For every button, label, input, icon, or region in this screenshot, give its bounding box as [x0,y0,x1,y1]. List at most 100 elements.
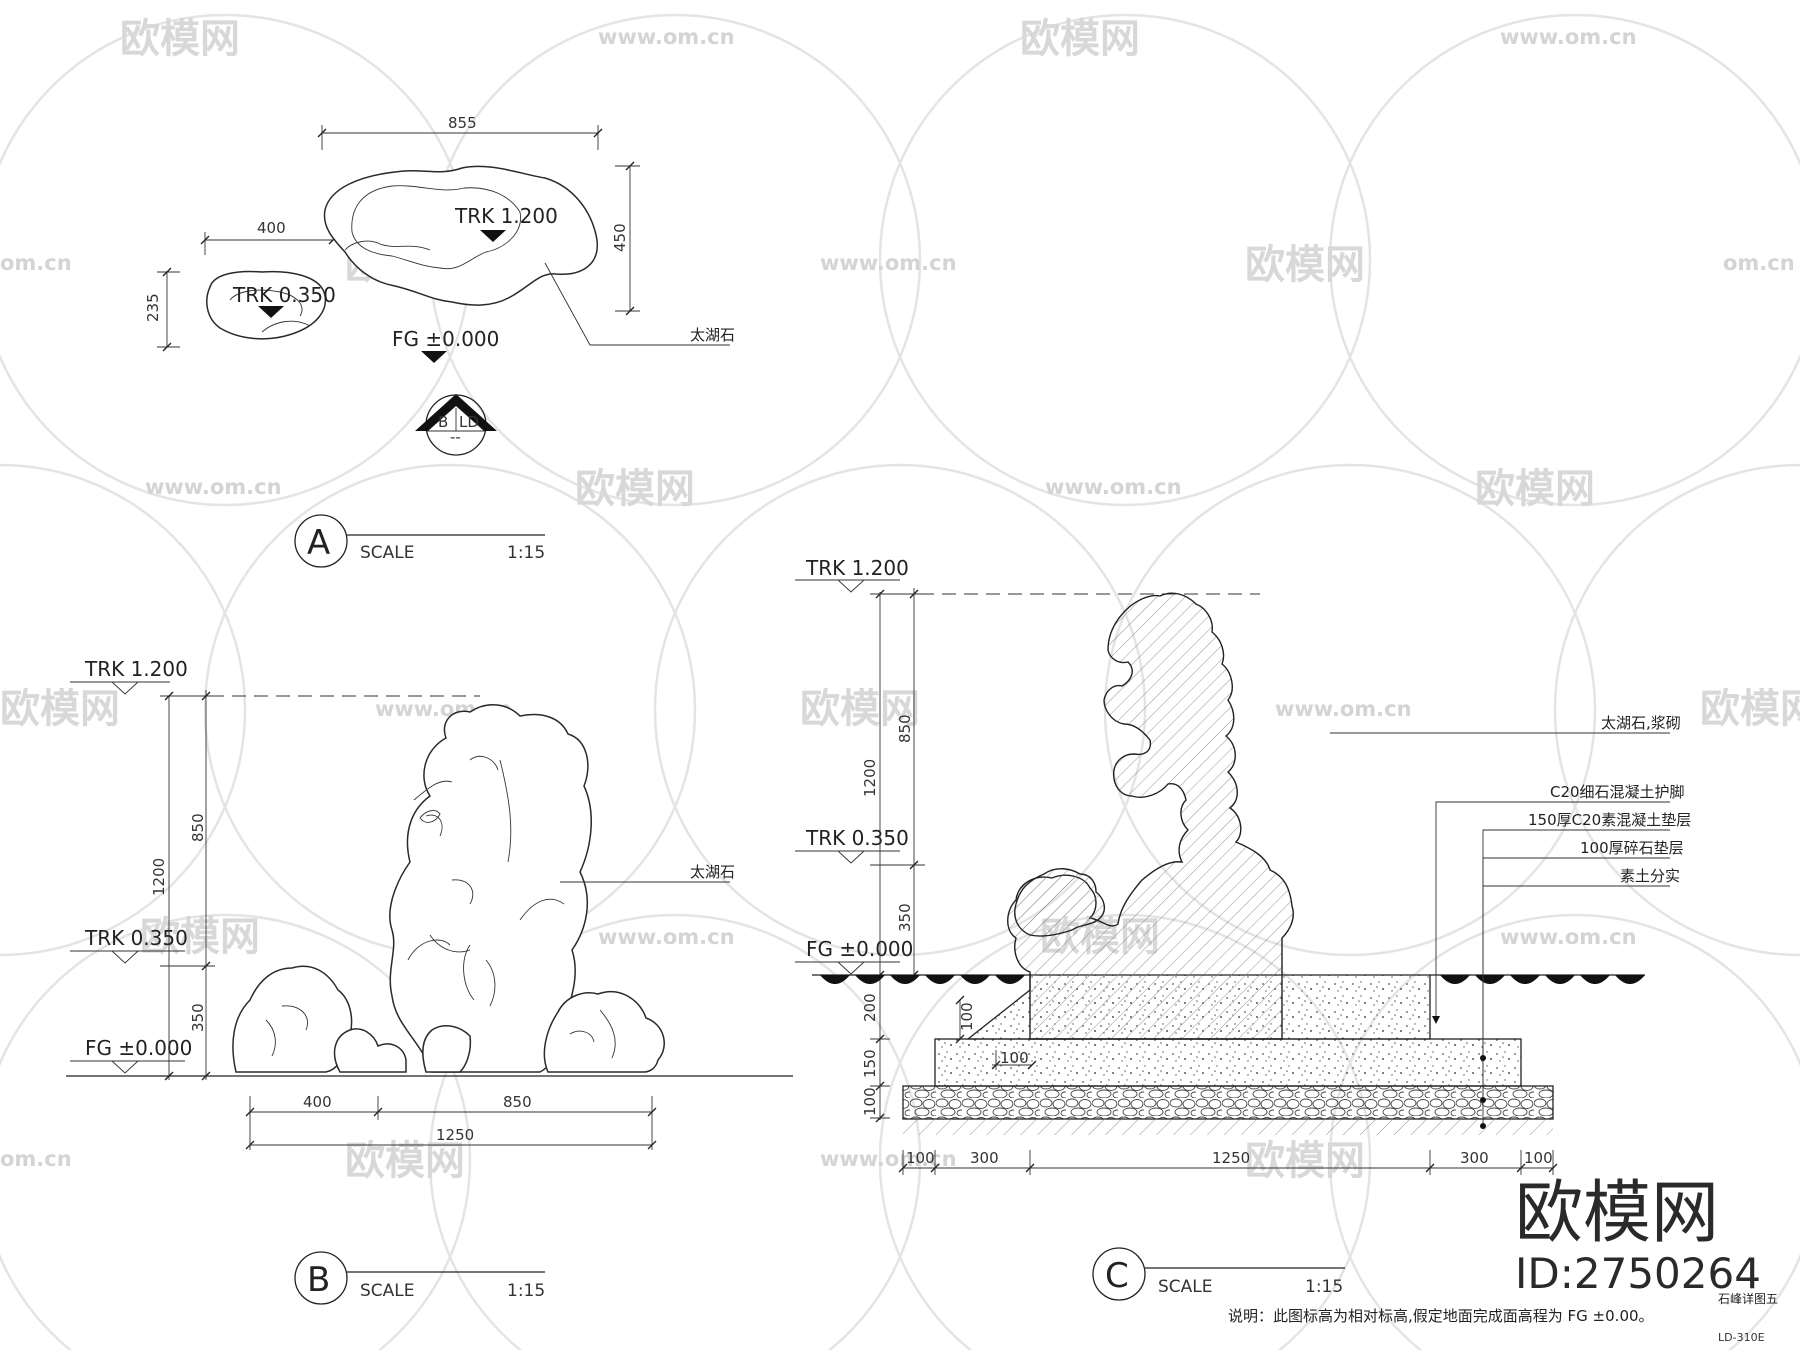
elev-b-fg: FG ±0.000 [85,1036,192,1060]
title-c-scale-label: SCALE [1158,1277,1213,1297]
watermark-brand: 欧模网 [575,466,695,512]
dim-400: 400 [257,219,286,237]
plan-view: 855 400 235 450 TRK 1.200 TRK 0.350 [144,114,735,456]
tall-rock-outline [389,704,592,1073]
title-b-scale-value: 1:15 [507,1281,545,1301]
title-b-letter: B [307,1260,330,1300]
sec-c-fg: FG ±0.000 [806,937,913,961]
rock-section [1007,592,1294,1040]
plan-fg: FG ±0.000 [392,327,499,351]
sec-c-label-soil: 素土分实 [1620,867,1680,885]
sec-c-bottom-dim-2: 300 [970,1149,999,1167]
elev-b-dim-400: 400 [303,1093,332,1111]
watermark-url: om.cn [0,1147,72,1171]
title-a: A SCALE 1:15 [294,514,545,568]
concrete-bed [934,1038,1522,1087]
soil-layer [903,1119,1553,1135]
sec-c-bottom-dim-3: 1250 [1212,1149,1250,1167]
elev-b-trk-high: TRK 1.200 [84,657,188,681]
watermark-brand: 欧模网 [120,16,240,62]
sec-c-dim-100-step: 100 [1000,1049,1029,1067]
section-marker-bottom: -- [450,428,461,446]
gravel-layer [902,1085,1554,1120]
elev-b-trk-low: TRK 0.350 [84,926,188,950]
title-c-letter: C [1105,1256,1129,1296]
watermark-arcs [0,13,1800,1350]
dim-450: 450 [611,223,629,252]
left-rock-outline [232,965,353,1073]
sec-c-bottom-dim-4: 300 [1460,1149,1489,1167]
drawing-note: 说明：此图标高为相对标高,假定地面完成面高程为 FG ±0.00。 [1228,1307,1654,1325]
large-rock-outline [323,165,598,306]
watermark-url: www.om.cn [598,25,735,49]
watermark-brand: 欧模网 [1245,1138,1365,1184]
watermark-url: www.om.cn [820,1147,957,1171]
sec-c-label-c20-bed: 150厚C20素混凝土垫层 [1528,811,1691,829]
elev-b-dim-350: 350 [189,1003,207,1032]
title-b-scale-label: SCALE [360,1281,415,1301]
elev-b-dim-850-h: 850 [503,1093,532,1111]
title-c-scale-value: 1:15 [1305,1277,1343,1297]
title-b: B SCALE 1:15 [294,1251,545,1305]
sheet-title: 石峰详图五 [1718,1291,1778,1306]
sheet-number: LD-310E [1718,1331,1765,1344]
watermark-url: www.om.cn [1045,475,1182,499]
title-a-scale-label: SCALE [360,543,415,563]
title-c: C SCALE 1:15 [1092,1247,1345,1301]
watermark-brand: 欧模网 [345,1138,465,1184]
elev-b-dim-1200: 1200 [150,858,168,896]
sec-c-dim-100-v: 100 [861,1087,879,1116]
watermark-url: www.om.cn [598,925,735,949]
watermark-url: om.cn [0,251,72,275]
dim-235: 235 [144,293,162,322]
section-marker-left: B [438,413,448,431]
title-a-letter: A [307,523,330,563]
section-marker-right: LD [459,413,479,431]
watermark-brand: 欧模网 [0,686,120,732]
sec-c-bottom-dim-5: 100 [1524,1149,1553,1167]
small-rock-outline [206,270,327,340]
elev-b-dim-850: 850 [189,813,207,842]
watermark-brand: 欧模网 [1700,686,1800,732]
sec-c-bottom-dim-1: 100 [906,1149,935,1167]
sec-c-trk-high: TRK 1.200 [805,556,909,580]
sec-c-dim-150: 150 [861,1049,879,1078]
sec-c-dim-200: 200 [861,993,879,1022]
watermark-brand-large: 欧模网 [1515,1174,1719,1253]
watermark-id: ID:2750264 [1515,1249,1761,1298]
ground-line-symbol [812,974,1645,984]
sec-c-dim-850: 850 [896,714,914,743]
watermark-brand: 欧模网 [1020,16,1140,62]
plan-rock-label: 太湖石 [690,326,735,344]
sec-c-dim-100-inner: 100 [958,1002,976,1031]
section-arrow-icon [415,394,497,431]
watermark-url: www.om.cn [1500,925,1637,949]
sec-c-trk-low: TRK 0.350 [805,826,909,850]
elev-b-dim-1250: 1250 [436,1126,474,1144]
section-c: TRK 1.200 TRK 0.350 FG ±0.000 1200 850 3… [795,556,1691,1175]
title-a-scale-value: 1:15 [507,543,545,563]
elevation-marker-icon [258,306,284,318]
elevation-marker-icon [480,230,506,242]
watermark-brand: 欧模网 [140,914,260,960]
watermark-brand: 欧模网 [800,686,920,732]
sec-c-label-gravel: 100厚碎石垫层 [1580,839,1684,857]
elevation-b: TRK 1.200 TRK 0.350 FG ±0.000 850 1200 3… [66,657,793,1150]
watermark-url: www.om.cn [1275,697,1412,721]
elev-b-rock-label: 太湖石 [690,863,735,881]
dim-855: 855 [448,114,477,132]
plan-trk-low: TRK 0.350 [232,283,336,307]
plan-trk-high: TRK 1.200 [454,204,558,228]
watermark-url: www.om.cn [1500,25,1637,49]
watermark-url: www.om.cn [820,251,957,275]
watermark-url: www.om.cn [145,475,282,499]
right-rock-outline [543,990,665,1073]
sec-c-dim-1200: 1200 [861,759,879,797]
watermark-brand: 欧模网 [1475,466,1595,512]
elevation-marker-icon [421,351,447,363]
sec-c-label-c20-toe: C20细石混凝土护脚 [1550,783,1685,801]
watermark-url: om.cn [1723,251,1795,275]
sec-c-dim-350: 350 [896,903,914,932]
watermark-brand: 欧模网 [1245,242,1365,288]
